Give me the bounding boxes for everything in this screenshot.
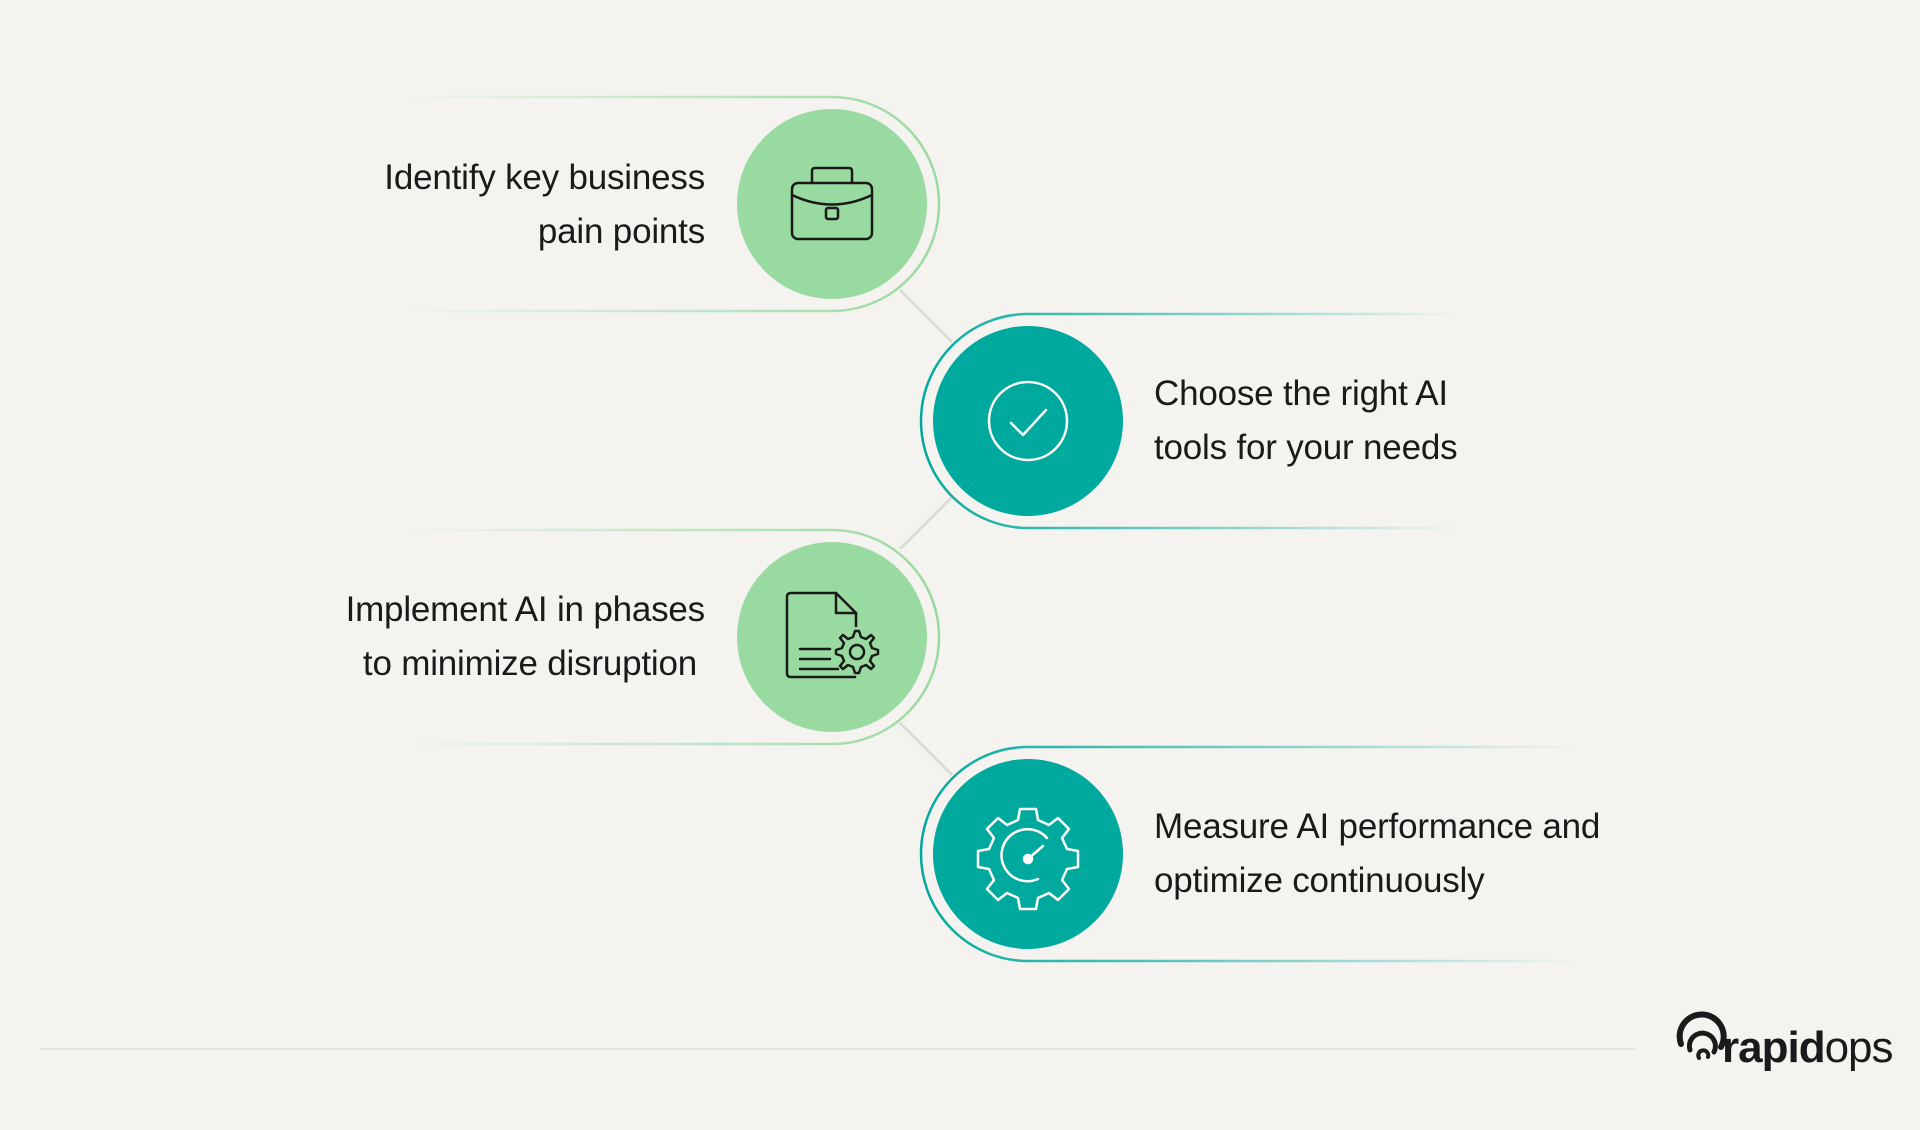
step-3-circle <box>737 542 927 732</box>
connector-line <box>898 495 954 551</box>
connector-line <box>898 288 954 344</box>
step-1-line-1: Identify key business <box>384 158 705 197</box>
rapidops-logo: rapidops <box>1722 1022 1894 1074</box>
step-1-text: Identify key business pain points <box>384 151 705 259</box>
connectors <box>898 288 954 777</box>
step-3-pill-outline <box>400 528 941 746</box>
step-2-line-1: Choose the right AI <box>1154 374 1448 413</box>
step-4 <box>919 745 1580 963</box>
step-1-pill-outline <box>400 95 941 313</box>
step-4-text: Measure AI performance and optimize cont… <box>1154 800 1600 908</box>
step-4-line-1: Measure AI performance and <box>1154 807 1601 846</box>
logo-word-ops: ops <box>1824 1023 1894 1072</box>
step-4-pill-outline <box>919 745 1580 963</box>
connector-line <box>898 721 954 777</box>
document-gear-icon <box>785 591 880 679</box>
check-circle-icon <box>987 380 1069 462</box>
step-2-text: Choose the right AI tools for your needs <box>1154 367 1458 475</box>
step-3 <box>400 528 941 746</box>
step-2 <box>919 312 1460 530</box>
step-4-line-2: optimize continuously <box>1154 861 1485 900</box>
step-2-line-2: tools for your needs <box>1154 428 1458 467</box>
step-3-line-2: to minimize disruption <box>362 644 697 683</box>
step-2-pill-outline <box>919 312 1460 530</box>
rapidops-logo-icon <box>1676 1011 1727 1060</box>
step-1 <box>400 95 941 313</box>
step-1-line-2: pain points <box>537 212 705 251</box>
step-3-text: Implement AI in phases to minimize disru… <box>345 583 706 691</box>
step-2-circle <box>933 326 1123 516</box>
logo-word-rapid: rapid <box>1722 1023 1826 1072</box>
gear-gauge-icon <box>976 807 1080 911</box>
step-3-line-1: Implement AI in phases <box>345 590 706 629</box>
briefcase-icon <box>790 166 874 241</box>
